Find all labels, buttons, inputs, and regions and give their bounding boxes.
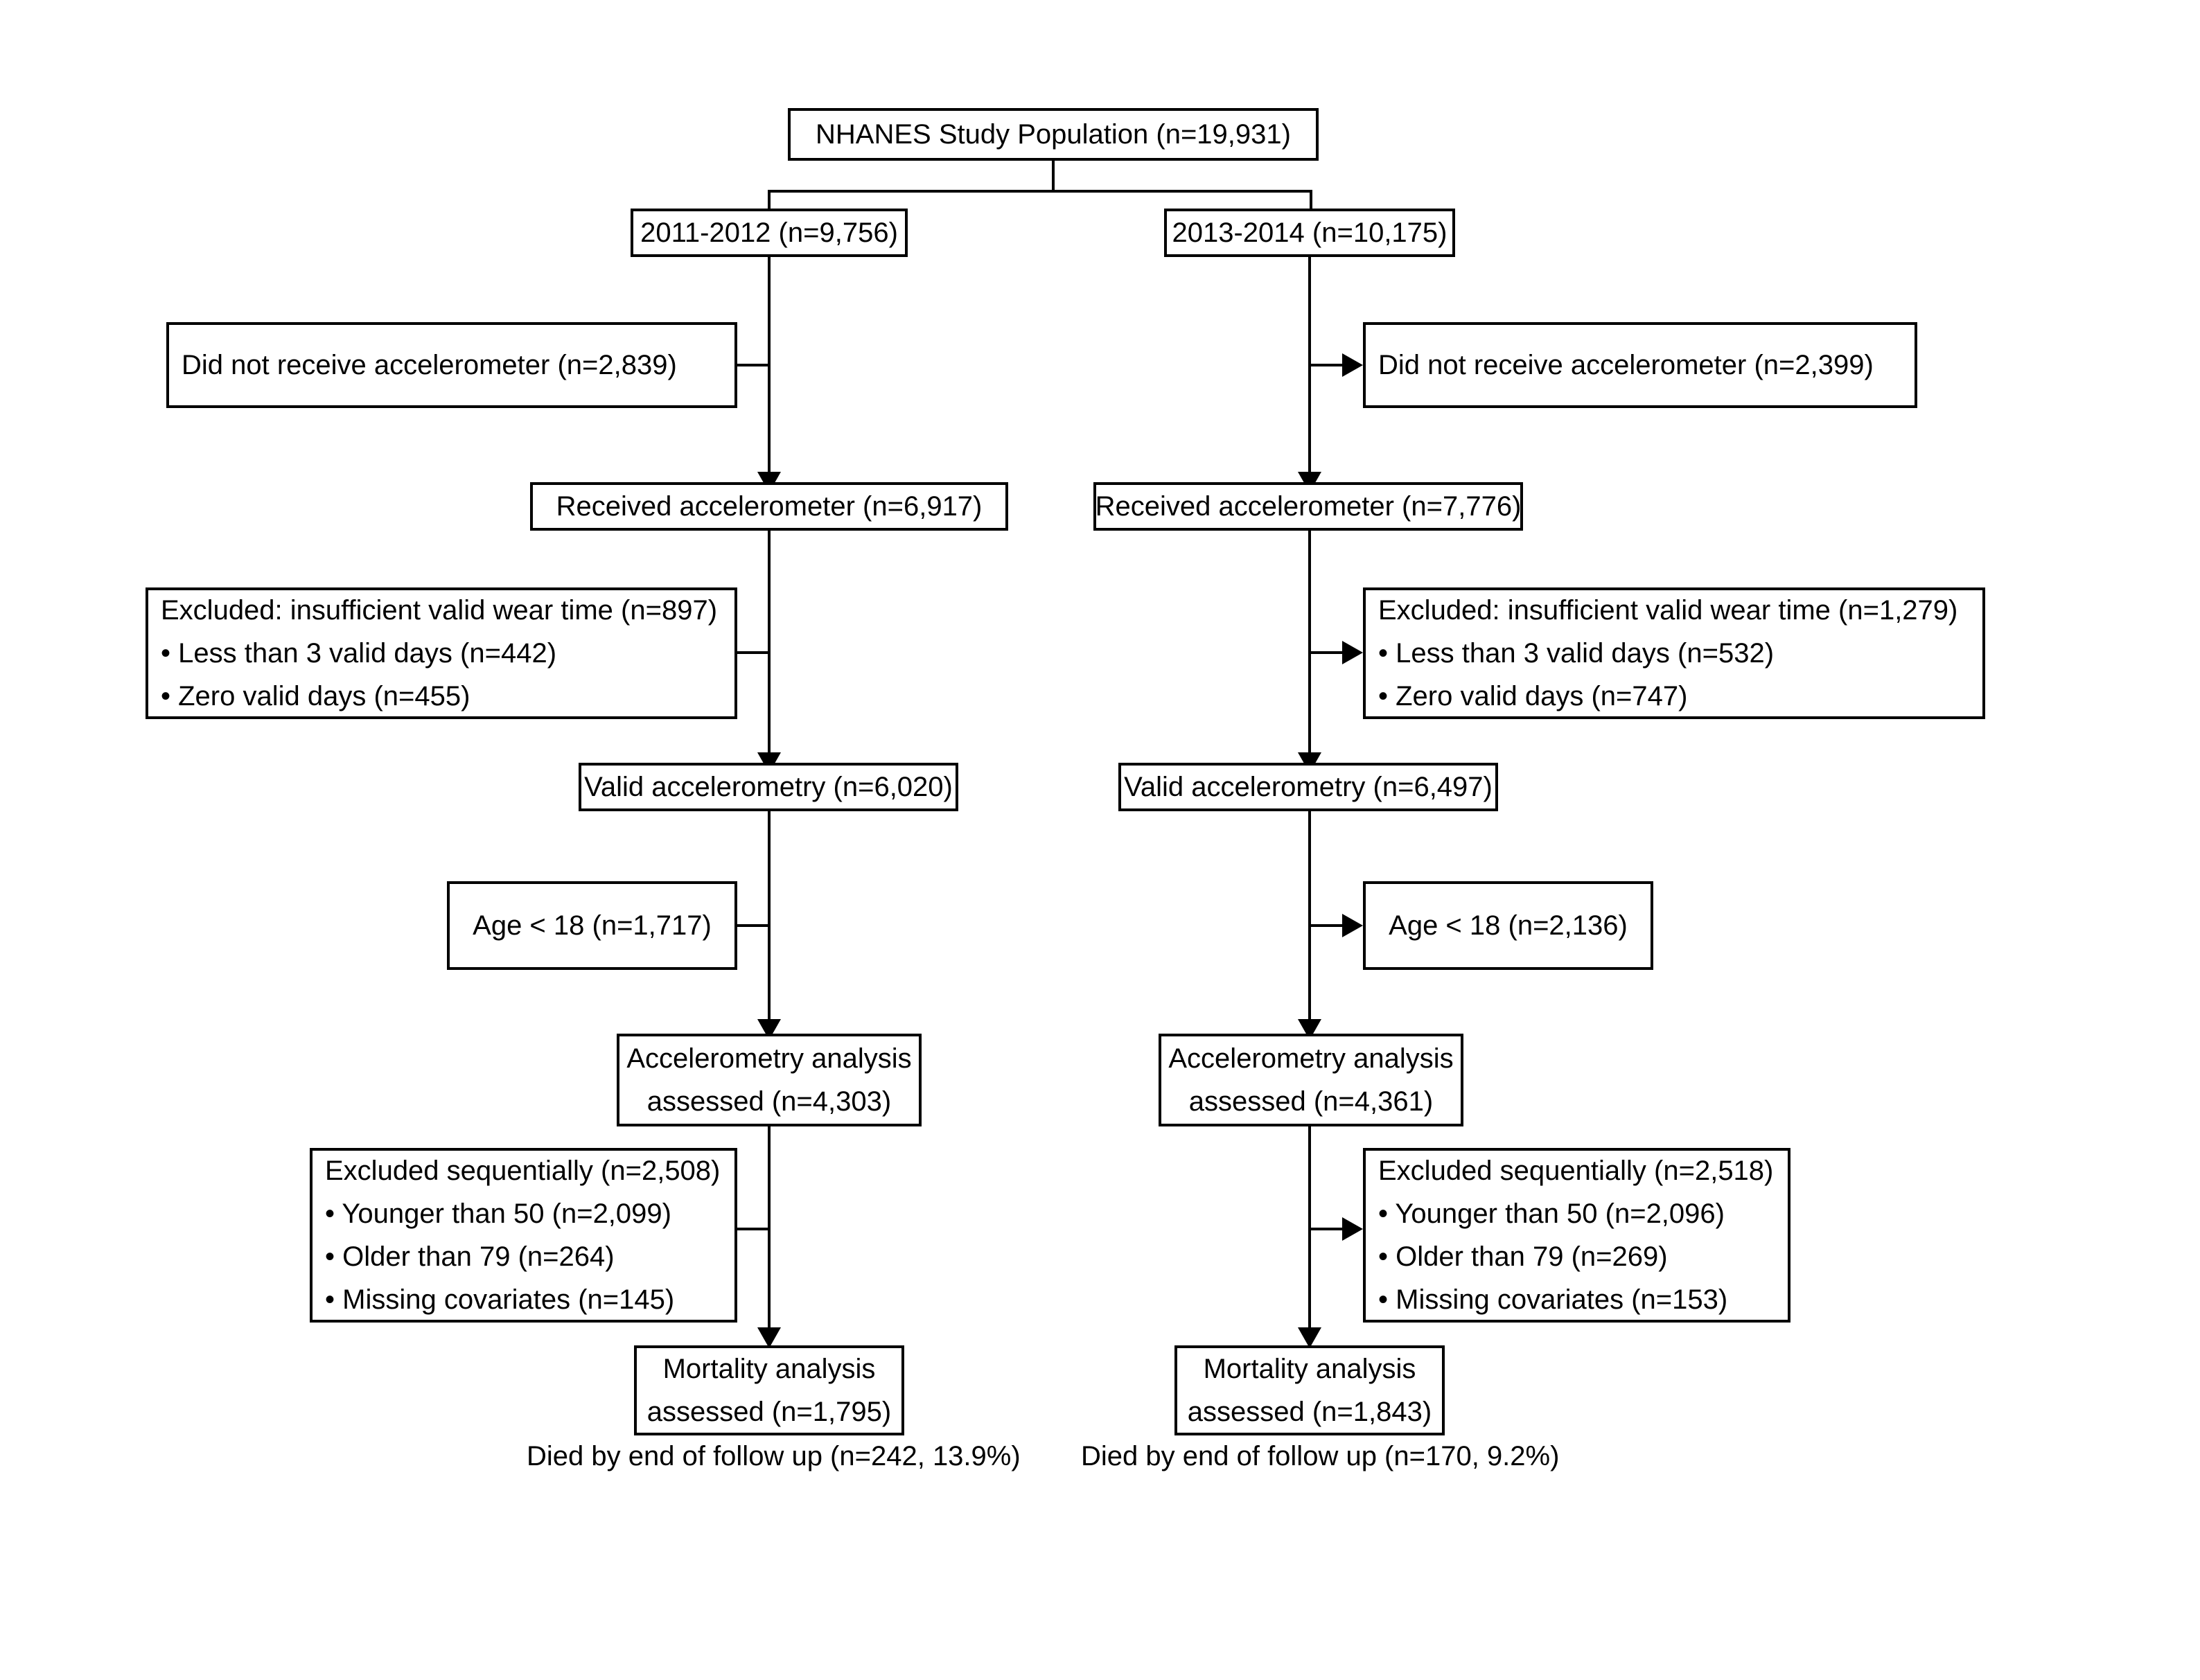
left-branch-to-not-received [737, 364, 769, 366]
left-died-caption: Died by end of follow up (n=242, 13.9%) [527, 1441, 1021, 1472]
right-cycle-label: 2013-2014 (n=10,175) [1172, 218, 1447, 248]
left-mortality-analysis-line2: assessed (n=1,795) [646, 1397, 892, 1427]
arrowhead-right-age-under-18 [1342, 914, 1363, 937]
arrowhead-right-excluded-wear [1342, 641, 1363, 664]
left-accel-analysis-line1: Accelerometry analysis [626, 1043, 912, 1074]
left-spine-received-to-valid [768, 531, 771, 773]
right-spine-analysis-to-mortality [1308, 1126, 1311, 1348]
left-excluded-sequential-item-0: • Younger than 50 (n=2,099) [325, 1199, 671, 1229]
right-excluded-sequential-item-2: • Missing covariates (n=153) [1378, 1284, 1728, 1315]
left-age-under-18-label: Age < 18 (n=1,717) [473, 910, 712, 941]
right-mortality-analysis-line1: Mortality analysis [1203, 1354, 1416, 1384]
left-spine-valid-to-analysis [768, 811, 771, 1040]
right-received-box: Received accelerometer (n=7,776) [1093, 482, 1523, 531]
right-excluded-sequential-header: Excluded sequentially (n=2,518) [1378, 1156, 1774, 1186]
right-age-under-18-label: Age < 18 (n=2,136) [1389, 910, 1628, 941]
right-excluded-wear-header: Excluded: insufficient valid wear time (… [1378, 595, 1958, 626]
arrowhead-right-to-mortality [1298, 1327, 1321, 1348]
arrowhead-right-not-received [1342, 353, 1363, 377]
left-excluded-sequential-box: Excluded sequentially (n=2,508) • Younge… [310, 1148, 737, 1323]
connector-root-stem [1052, 161, 1055, 191]
right-branch-to-excluded-sequential [1310, 1228, 1342, 1230]
left-received-box: Received accelerometer (n=6,917) [530, 482, 1008, 531]
left-excluded-wear-header: Excluded: insufficient valid wear time (… [161, 595, 718, 626]
left-excluded-wear-item-1: • Zero valid days (n=455) [161, 681, 470, 711]
left-excluded-wear-box: Excluded: insufficient valid wear time (… [146, 587, 737, 719]
right-branch-to-age-under-18 [1310, 924, 1342, 927]
arrowhead-right-excluded-sequential [1342, 1217, 1363, 1241]
right-excluded-wear-item-0: • Less than 3 valid days (n=532) [1378, 638, 1775, 669]
left-branch-to-age-under-18 [737, 924, 769, 927]
right-excluded-sequential-item-1: • Older than 79 (n=269) [1378, 1241, 1668, 1272]
left-spine-analysis-to-mortality [768, 1126, 771, 1348]
right-died-caption: Died by end of follow up (n=170, 9.2%) [1081, 1441, 1559, 1472]
left-not-received-label: Did not receive accelerometer (n=2,839) [182, 350, 677, 380]
right-mortality-analysis-line2: assessed (n=1,843) [1187, 1397, 1432, 1427]
right-valid-accelerometry-label: Valid accelerometry (n=6,497) [1124, 772, 1493, 802]
left-not-received-box: Did not receive accelerometer (n=2,839) [166, 322, 737, 408]
right-branch-to-excluded-wear [1310, 651, 1342, 654]
left-excluded-sequential-header: Excluded sequentially (n=2,508) [325, 1156, 721, 1186]
right-spine-cycle-to-received [1308, 257, 1311, 493]
left-accel-analysis-box: Accelerometry analysis assessed (n=4,303… [617, 1034, 922, 1126]
right-age-under-18-box: Age < 18 (n=2,136) [1363, 881, 1653, 970]
left-age-under-18-box: Age < 18 (n=1,717) [447, 881, 737, 970]
left-accel-analysis-line2: assessed (n=4,303) [646, 1086, 892, 1117]
root-box-label: NHANES Study Population (n=19,931) [816, 119, 1291, 150]
root-box-nhanes-study-population: NHANES Study Population (n=19,931) [788, 108, 1319, 161]
right-excluded-sequential-item-0: • Younger than 50 (n=2,096) [1378, 1199, 1725, 1229]
right-accel-analysis-box: Accelerometry analysis assessed (n=4,361… [1159, 1034, 1463, 1126]
right-not-received-label: Did not receive accelerometer (n=2,399) [1378, 350, 1874, 380]
left-valid-accelerometry-box: Valid accelerometry (n=6,020) [579, 763, 958, 811]
right-not-received-box: Did not receive accelerometer (n=2,399) [1363, 322, 1917, 408]
left-valid-accelerometry-label: Valid accelerometry (n=6,020) [584, 772, 953, 802]
left-excluded-sequential-item-1: • Older than 79 (n=264) [325, 1241, 615, 1272]
right-cycle-box: 2013-2014 (n=10,175) [1164, 209, 1455, 257]
left-cycle-box: 2011-2012 (n=9,756) [631, 209, 908, 257]
left-cycle-label: 2011-2012 (n=9,756) [640, 218, 898, 248]
left-excluded-wear-item-0: • Less than 3 valid days (n=442) [161, 638, 557, 669]
left-received-label: Received accelerometer (n=6,917) [556, 491, 983, 522]
right-excluded-wear-item-1: • Zero valid days (n=747) [1378, 681, 1688, 711]
left-branch-to-excluded-wear [737, 651, 769, 654]
right-accel-analysis-line2: assessed (n=4,361) [1188, 1086, 1434, 1117]
left-mortality-analysis-line1: Mortality analysis [662, 1354, 876, 1384]
left-died-label: Died by end of follow up (n=242, 13.9%) [527, 1441, 1021, 1471]
left-mortality-analysis-box: Mortality analysis assessed (n=1,795) [634, 1345, 904, 1435]
left-excluded-sequential-item-2: • Missing covariates (n=145) [325, 1284, 675, 1315]
right-received-label: Received accelerometer (n=7,776) [1095, 491, 1522, 522]
right-branch-to-not-received [1310, 364, 1342, 366]
right-died-label: Died by end of follow up (n=170, 9.2%) [1081, 1441, 1560, 1471]
right-mortality-analysis-box: Mortality analysis assessed (n=1,843) [1174, 1345, 1445, 1435]
connector-root-to-right-branch [1310, 190, 1312, 223]
right-excluded-sequential-box: Excluded sequentially (n=2,518) • Younge… [1363, 1148, 1790, 1323]
arrowhead-left-to-mortality [757, 1327, 781, 1348]
right-excluded-wear-box: Excluded: insufficient valid wear time (… [1363, 587, 1985, 719]
connector-root-split-bar [768, 190, 1312, 193]
connector-root-to-left-branch [768, 190, 771, 223]
left-spine-cycle-to-received [768, 257, 771, 493]
right-valid-accelerometry-box: Valid accelerometry (n=6,497) [1118, 763, 1498, 811]
left-branch-to-excluded-sequential [737, 1228, 769, 1230]
right-accel-analysis-line1: Accelerometry analysis [1168, 1043, 1454, 1074]
